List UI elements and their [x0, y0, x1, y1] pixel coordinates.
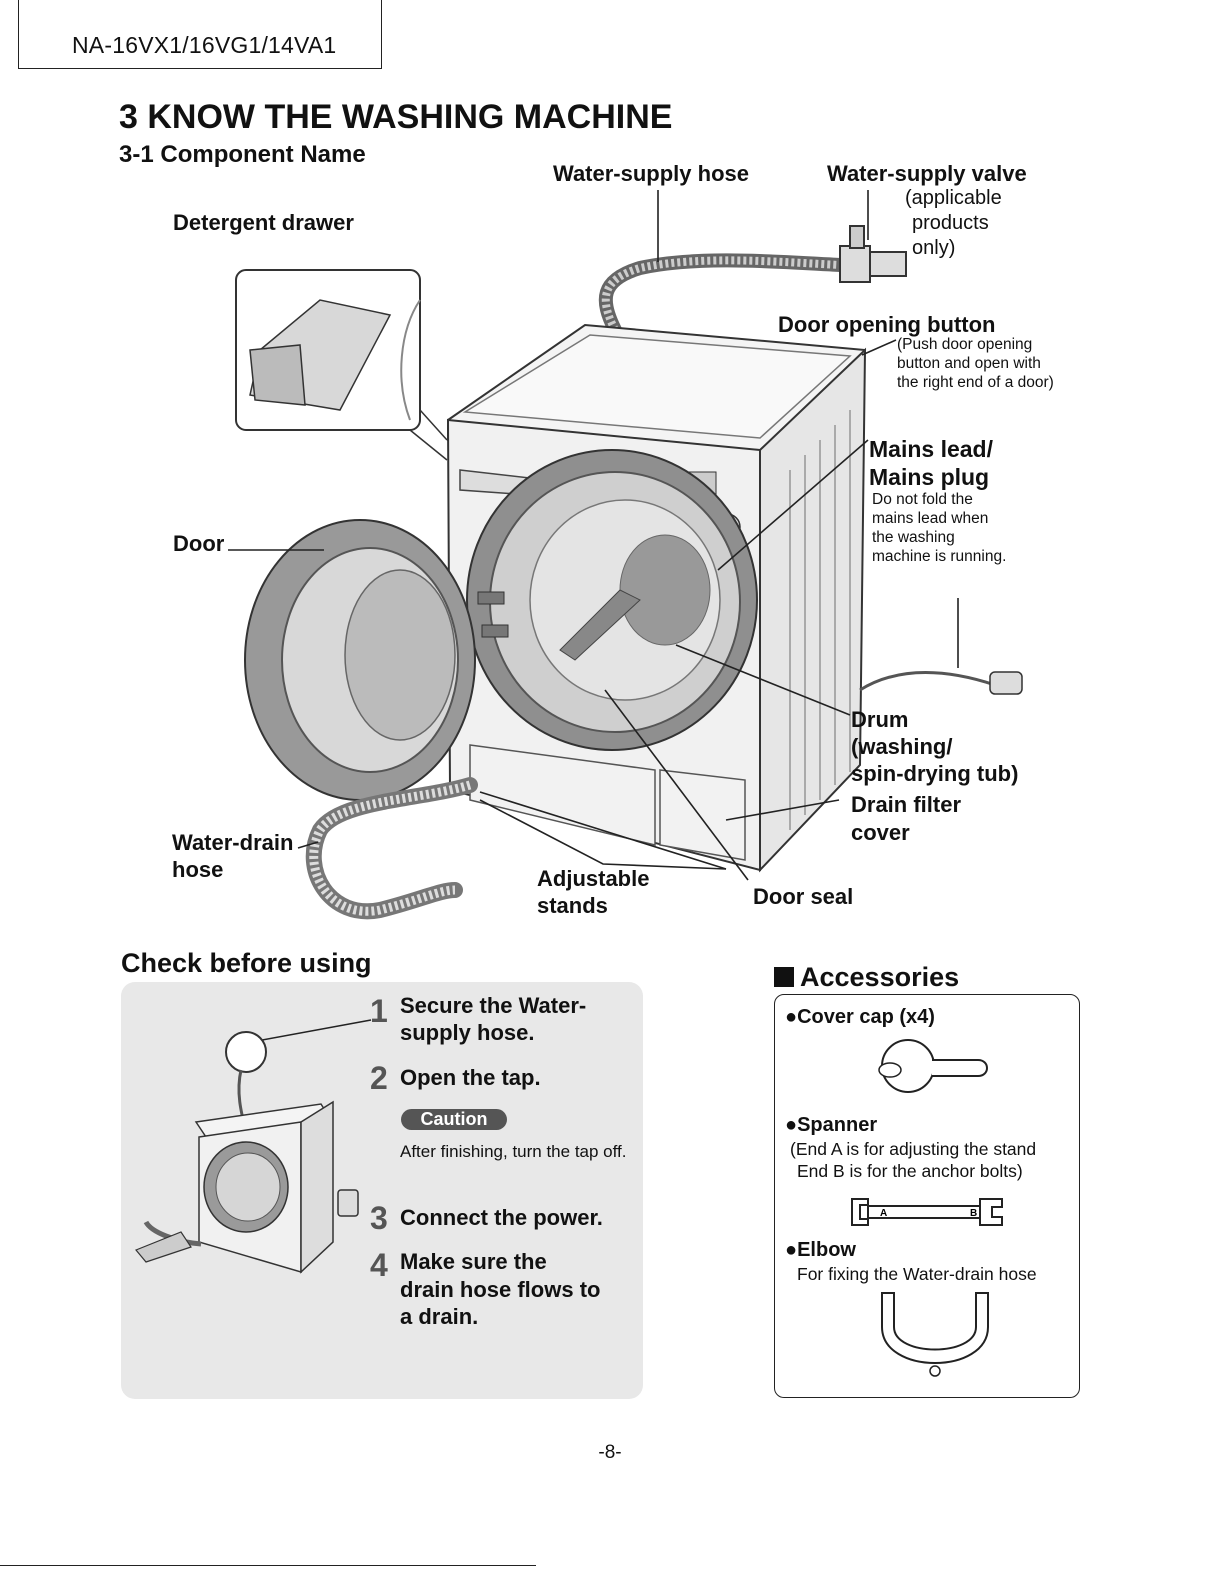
label-drum-line2: (washing/	[851, 734, 953, 759]
accessories-panel	[774, 994, 1080, 1398]
label-door: Door	[173, 531, 225, 556]
label-detergent-drawer: Detergent drawer	[173, 210, 354, 235]
drain-icon	[135, 1231, 192, 1263]
door-button-note-line1: (Push door opening	[897, 336, 1033, 353]
mains-note-line3: the washing	[872, 529, 955, 546]
accessory-cover-cap: ●Cover cap (x4)	[785, 1006, 935, 1028]
label-mains-lead: Mains lead/	[869, 436, 993, 462]
label-door-seal: Door seal	[753, 884, 854, 909]
label-water-supply-hose: Water-supply hose	[553, 161, 749, 186]
step4-line2: drain hose flows to	[400, 1277, 601, 1302]
accessories-title-text: Accessories	[800, 962, 960, 992]
valve-note-line2: products	[912, 212, 989, 234]
accessory-elbow: ●Elbow	[785, 1239, 856, 1261]
accessory-spanner: ●Spanner	[785, 1114, 878, 1136]
valve-note-line3: only)	[912, 237, 956, 259]
step2-text: Open the tap.	[400, 1065, 541, 1090]
accessories-title: Accessories	[774, 962, 959, 993]
label-water-supply-valve: Water-supply valve	[827, 161, 1027, 186]
square-bullet-icon	[774, 967, 794, 987]
label-drain-filter-line1: Drain filter	[851, 792, 962, 817]
drum-drawing	[466, 449, 758, 751]
label-adjustable-stands-line1: Adjustable	[537, 866, 650, 891]
step3-text: Connect the power.	[400, 1205, 603, 1230]
step-number: 4	[370, 1247, 388, 1283]
detergent-drawer-inset	[235, 269, 448, 461]
mains-lead-drawing	[859, 671, 996, 692]
check-title: Check before using	[121, 948, 372, 978]
label-water-drain-line1: Water-drain	[172, 830, 294, 855]
step1-line2: supply hose.	[400, 1020, 535, 1045]
door-drawing	[244, 519, 509, 801]
leader-lines	[228, 190, 959, 881]
step4-line3: a drain.	[400, 1304, 479, 1329]
label-drum-line1: Drum	[851, 707, 909, 732]
step-number: 2	[370, 1060, 388, 1096]
tap-icon	[225, 1031, 267, 1073]
label-adjustable-stands-line2: stands	[537, 893, 608, 918]
check-machine-illustration	[135, 1019, 372, 1274]
water-supply-valve-drawing	[839, 225, 907, 283]
step4-line1: Make sure the	[400, 1249, 547, 1274]
door-button-note-line3: the right end of a door)	[897, 374, 1054, 391]
page-number: -8-	[598, 1442, 622, 1463]
label-drain-filter-line2: cover	[851, 820, 910, 845]
elbow-note: For fixing the Water-drain hose	[797, 1264, 1037, 1284]
door-button-note-line2: button and open with	[897, 355, 1041, 372]
step1-line1: Secure the Water-	[400, 993, 587, 1018]
spanner-note-line2: End B is for the anchor bolts)	[797, 1161, 1023, 1181]
mains-note-line4: machine is running.	[872, 548, 1007, 565]
step-number: 1	[370, 993, 388, 1029]
caution-badge: Caution	[401, 1109, 507, 1130]
spanner-note-line1: (End A is for adjusting the stand	[790, 1139, 1037, 1159]
label-mains-plug: Mains plug	[869, 464, 990, 490]
section-title: 3 KNOW THE WASHING MACHINE	[119, 98, 673, 136]
section-subtitle: 3-1 Component Name	[119, 141, 366, 168]
caution-text: After finishing, turn the tap off.	[400, 1142, 627, 1161]
socket-icon	[337, 1189, 359, 1217]
elbow-icon	[881, 1292, 989, 1377]
label-drum-line3: spin-drying tub)	[851, 761, 1019, 786]
label-water-drain-line2: hose	[172, 857, 224, 882]
bottom-rule	[0, 1565, 536, 1566]
model-number: NA-16VX1/16VG1/14VA1	[18, 0, 382, 69]
label-door-opening-button: Door opening button	[778, 312, 996, 337]
spanner-mark-a: A	[880, 1208, 887, 1219]
mains-note-line1: Do not fold the	[872, 491, 973, 508]
cover-cap-icon	[878, 1039, 988, 1093]
step-number: 3	[370, 1200, 388, 1236]
spanner-mark-b: B	[970, 1208, 977, 1219]
spanner-icon: A B	[851, 1198, 1003, 1226]
mains-note-line2: mains lead when	[872, 510, 989, 527]
valve-note-line1: (applicable	[905, 187, 1002, 209]
